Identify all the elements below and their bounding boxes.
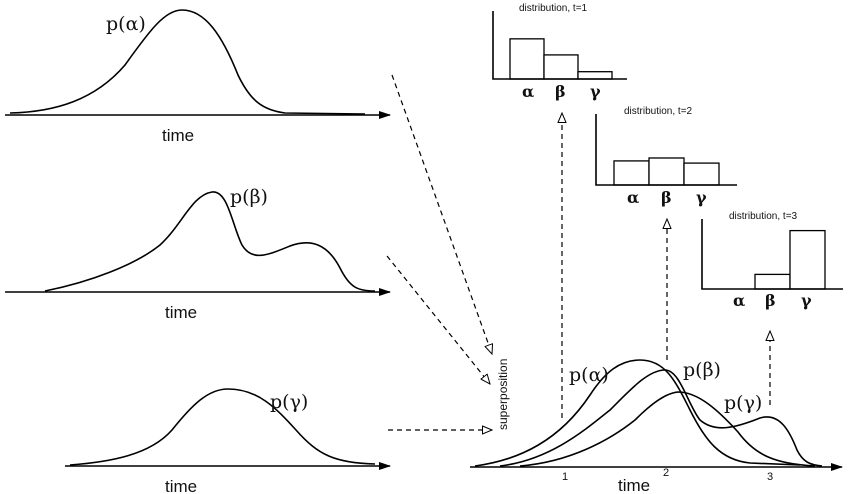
distribution-1-bars	[509, 38, 613, 80]
distribution-3: distribution, t=3 α β γ	[701, 211, 843, 310]
distribution-2: distribution, t=2 α β γ	[595, 106, 737, 207]
alpha-curve	[9, 9, 366, 115]
alpha-curve-label: p(α)	[106, 13, 146, 35]
tick-label-3: 3	[767, 471, 773, 483]
distribution-1-axes	[492, 11, 627, 80]
superposed-beta-curve	[499, 369, 823, 467]
panel-alpha: p(α) time	[5, 9, 391, 145]
arrow-from-beta	[386, 255, 490, 384]
distribution-2-title: distribution, t=2	[624, 106, 693, 117]
superposed-alpha-curve	[474, 359, 801, 467]
distribution-3-title: distribution, t=3	[729, 211, 798, 222]
tick-label-1: 1	[562, 471, 568, 483]
panel-beta: p(β) time	[5, 186, 391, 322]
gamma-curve	[69, 388, 376, 466]
superposition-time-label: time	[618, 476, 650, 494]
distribution-3-bar-gamma	[789, 229, 826, 290]
superposition-arrows: superposition	[386, 74, 510, 430]
distribution-1: distribution, t=1 α β γ	[492, 3, 627, 101]
distribution-1-bar-beta	[543, 54, 579, 80]
distribution-1-bar-alpha	[509, 38, 545, 80]
beta-curve-label: p(β)	[230, 186, 268, 208]
distribution-2-bars	[613, 157, 720, 186]
distribution-1-label-beta: β	[555, 82, 566, 101]
distribution-2-bar-beta	[648, 157, 685, 186]
alpha-time-label: time	[162, 126, 194, 145]
distribution-1-bar-gamma	[577, 71, 613, 80]
tick-label-2: 2	[663, 467, 669, 479]
beta-time-label: time	[165, 303, 197, 322]
distribution-arrows	[562, 113, 770, 418]
distribution-2-axes	[595, 114, 737, 186]
distribution-1-title: distribution, t=1	[519, 3, 588, 14]
superposition-label: superposition	[496, 359, 510, 430]
beta-curve	[44, 191, 376, 292]
gamma-curve-label: p(γ)	[270, 391, 308, 413]
superposed-alpha-label: p(α)	[569, 364, 609, 386]
distribution-2-bar-alpha	[613, 160, 650, 186]
distribution-1-label-gamma: γ	[590, 82, 601, 101]
superposed-beta-label: p(β)	[683, 359, 721, 381]
panel-gamma: p(γ) time	[65, 388, 391, 494]
distribution-1-label-alpha: α	[522, 82, 534, 101]
distribution-3-label-beta: β	[765, 291, 776, 310]
superposition-panel: p(α) p(β) p(γ) 1 2 3 time	[470, 359, 843, 494]
distribution-3-label-gamma: γ	[801, 291, 812, 310]
arrow-from-alpha	[391, 74, 492, 354]
distribution-3-axes	[701, 219, 843, 290]
distribution-2-label-beta: β	[661, 188, 672, 207]
distribution-3-bar-beta	[754, 273, 791, 290]
distribution-3-bars	[754, 229, 826, 290]
superposed-gamma-label: p(γ)	[724, 392, 762, 414]
distribution-2-label-gamma: γ	[696, 188, 707, 207]
distribution-2-label-alpha: α	[627, 188, 639, 207]
distribution-3-label-alpha: α	[733, 291, 745, 310]
gamma-time-label: time	[165, 477, 197, 494]
superposed-gamma-curve	[519, 391, 816, 467]
distribution-2-bar-gamma	[683, 162, 720, 186]
